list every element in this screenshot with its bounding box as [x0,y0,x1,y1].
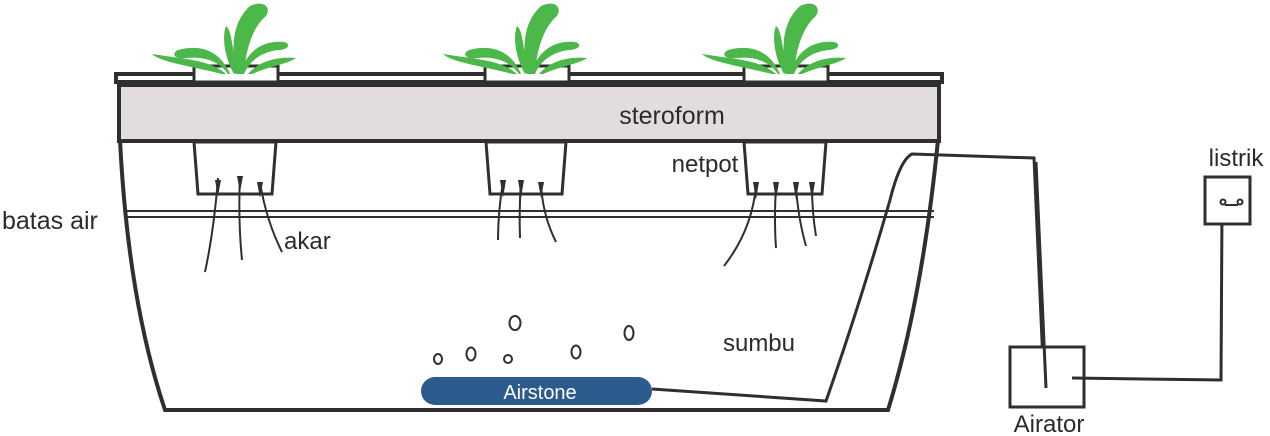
airstone-label: Airstone [503,382,576,404]
power-socket-box [1203,175,1252,226]
tank-body [118,139,940,412]
airator-label: Airator [1014,411,1085,436]
plant-icon [443,3,587,74]
air-hose [651,152,1046,403]
air-hose-end [1034,161,1048,389]
roots-3 [723,185,817,267]
batas-air-label: batas air [2,207,98,235]
netpot-3 [742,140,828,196]
wick-tips-2 [500,180,544,198]
netpot-1 [192,140,278,196]
airstone [421,377,652,405]
listrik-label: listrik [1209,145,1265,172]
air-bubbles [433,315,635,365]
steroform-label: steroform [619,102,725,130]
sumbu-label: sumbu [723,330,795,357]
plant-icon [152,3,296,74]
wick-tips-1 [215,176,263,198]
power-socket-icon [1219,198,1244,206]
roots-1 [204,175,283,273]
power-cable [1071,209,1224,382]
plant-icon [702,3,846,74]
steroform-board [117,83,941,143]
akar-label: akar [284,228,331,255]
netpot-label: netpot [672,151,739,178]
wick-tips-3 [753,182,815,200]
netpot-2 [484,140,568,196]
